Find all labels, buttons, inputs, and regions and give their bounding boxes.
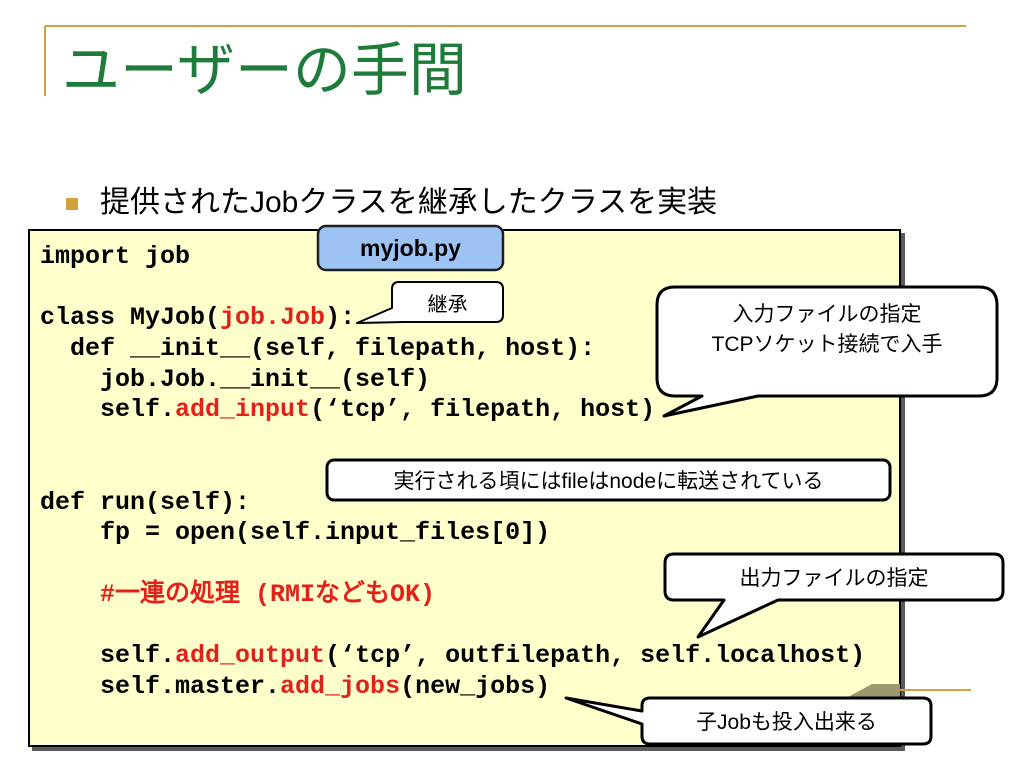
code-text: fp = open(self.input_files[0]) [40,518,551,548]
input-callout-text: 入力ファイルの指定 TCPソケット接続で入手 [657,300,997,360]
code-highlight: job.Job [220,303,326,333]
code-highlight: add_output [175,640,326,670]
code-text: (‘tcp’, outfilepath, self.localhost) [325,640,866,670]
code-text: self. [40,395,176,425]
code-comment: #一連の処理 (RMIなどもOK) [40,579,436,609]
code-line: self.add_output(‘tcp’, outfilepath, self… [40,641,865,672]
slide-title: ユーザーの手間 [62,38,467,103]
code-line: self.add_input(‘tcp’, filepath, host) [40,395,865,426]
transfer-callout-shape [325,458,892,502]
code-comment-line: #一連の処理 (RMIなどもOK) [40,580,865,611]
code-text: def __init__(self, filepath, host): [40,334,596,364]
code-text: def run(self): [40,487,251,517]
inherit-callout-shape [356,281,504,324]
inherit-callout-text: 継承 [427,293,468,316]
code-line: fp = open(self.input_files[0]) [40,518,865,549]
code-highlight: add_jobs [280,671,401,701]
code-text: job.Job.__init__(self) [40,364,431,394]
filename-label: myjob.py [360,234,461,261]
code-line: def run(self): [40,488,865,519]
code-highlight: add_input [175,395,311,425]
code-text: (‘tcp’, filepath, host) [310,395,656,425]
filename-label-box [316,224,505,272]
code-line: self.master.add_jobs(new_jobs) [40,672,865,703]
child-jobs-callout-text: 子Jobも投入出来る [696,711,877,734]
code-text: ): [325,303,356,333]
input-callout-line1: 入力ファイルの指定 [732,303,922,326]
code-line: def __init__(self, filepath, host): [40,334,865,365]
code-line: import job [40,242,865,273]
output-callout-text: 出力ファイルの指定 [739,567,929,590]
code-line: job.Job.__init__(self) [40,365,865,396]
transfer-callout-text: 実行される頃にはfileはnodeに転送されている [393,470,824,493]
code-listing: import job class MyJob(job.Job): def __i… [40,242,865,702]
input-callout-shape [655,285,999,418]
code-text: class MyJob( [40,303,221,333]
child-jobs-callout-shape [564,696,933,746]
code-text: self. [40,640,176,670]
output-callout-shape [663,552,1005,639]
folded-corner-decoration [848,684,900,697]
input-callout-line2: TCPソケット接続で入手 [711,333,943,356]
code-text: import job [40,242,191,271]
code-text: self.master. [40,671,281,701]
code-text: (new_jobs) [400,671,551,701]
bullet-text: 提供されたJobクラスを継承したクラスを実装 [100,186,718,219]
code-line: class MyJob(job.Job): [40,303,865,334]
bullet-square-icon [66,198,78,210]
